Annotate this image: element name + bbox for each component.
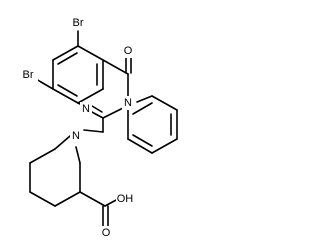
piperidine-ring [29,135,81,207]
phenyl-ring [127,95,178,154]
bond [132,134,153,147]
piperidine-nitrogen-label: N [72,130,80,142]
carboxylic-acid [79,191,119,227]
bond [127,138,153,154]
bond [75,146,81,164]
bond [89,110,104,119]
bond [29,191,56,207]
bond [77,45,104,61]
bond [52,88,79,104]
bromine-label-top: Br [73,17,84,29]
bond [29,148,56,164]
bromine-label-left: Br [23,69,34,81]
bond [104,198,119,207]
hydroxyl-label: OH [117,193,134,205]
bond [57,84,78,97]
benzo-ring-clean [32,30,104,104]
acid-oxygen-label: O [102,227,111,239]
bond [102,59,129,75]
bond [54,191,81,207]
molecule-structure: Br Br O N N N OH O [0,0,200,246]
bond [151,138,178,154]
bond [132,102,153,115]
bond [83,129,104,133]
bond [151,95,178,111]
bond [79,191,106,207]
bond [77,88,104,104]
background [0,0,200,246]
methylene-linker [83,117,104,133]
bond [102,107,124,119]
bond [52,45,79,61]
bond [91,105,103,113]
atom-labels: Br Br O N N N OH O [18,16,134,240]
bond [40,81,54,90]
nitrogen-3-label: N [124,97,132,109]
bond [136,95,153,103]
nitrogen-1-label: N [82,103,90,115]
bond [57,52,78,65]
bond [54,135,71,150]
carbonyl-oxygen-label: O [124,45,133,57]
structure-canvas: Br Br O N N N OH O [0,0,200,246]
